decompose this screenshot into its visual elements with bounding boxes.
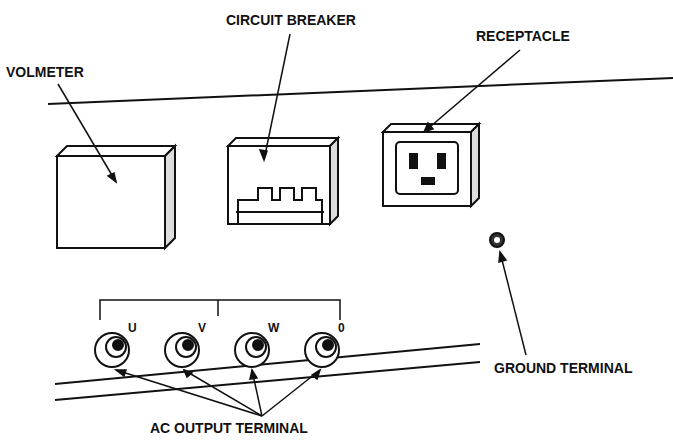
part-label: GROUND TERMINAL <box>494 360 632 376</box>
terminal-frame <box>217 300 219 316</box>
part-label: RECEPTACLE <box>476 28 570 44</box>
terminal-letter: W <box>268 322 279 336</box>
terminal-letter: V <box>198 322 206 336</box>
output-terminal-symbol <box>95 333 339 367</box>
panel-edge <box>48 78 673 104</box>
terminal-letter: 0 <box>338 322 345 336</box>
voltmeter-symbol <box>57 146 175 248</box>
part-label: VOLMETER <box>6 64 84 80</box>
receptacle-symbol <box>383 124 479 206</box>
circuit-breaker-symbol <box>228 138 338 224</box>
panel-edge <box>55 362 480 400</box>
part-label: CIRCUIT BREAKER <box>226 12 356 28</box>
part-label: AC OUTPUT TERMINAL <box>150 420 308 436</box>
terminal-frame <box>100 300 340 320</box>
ground-terminal-symbol <box>490 233 504 247</box>
terminal-letter: U <box>128 322 137 336</box>
leader-line <box>58 34 526 416</box>
